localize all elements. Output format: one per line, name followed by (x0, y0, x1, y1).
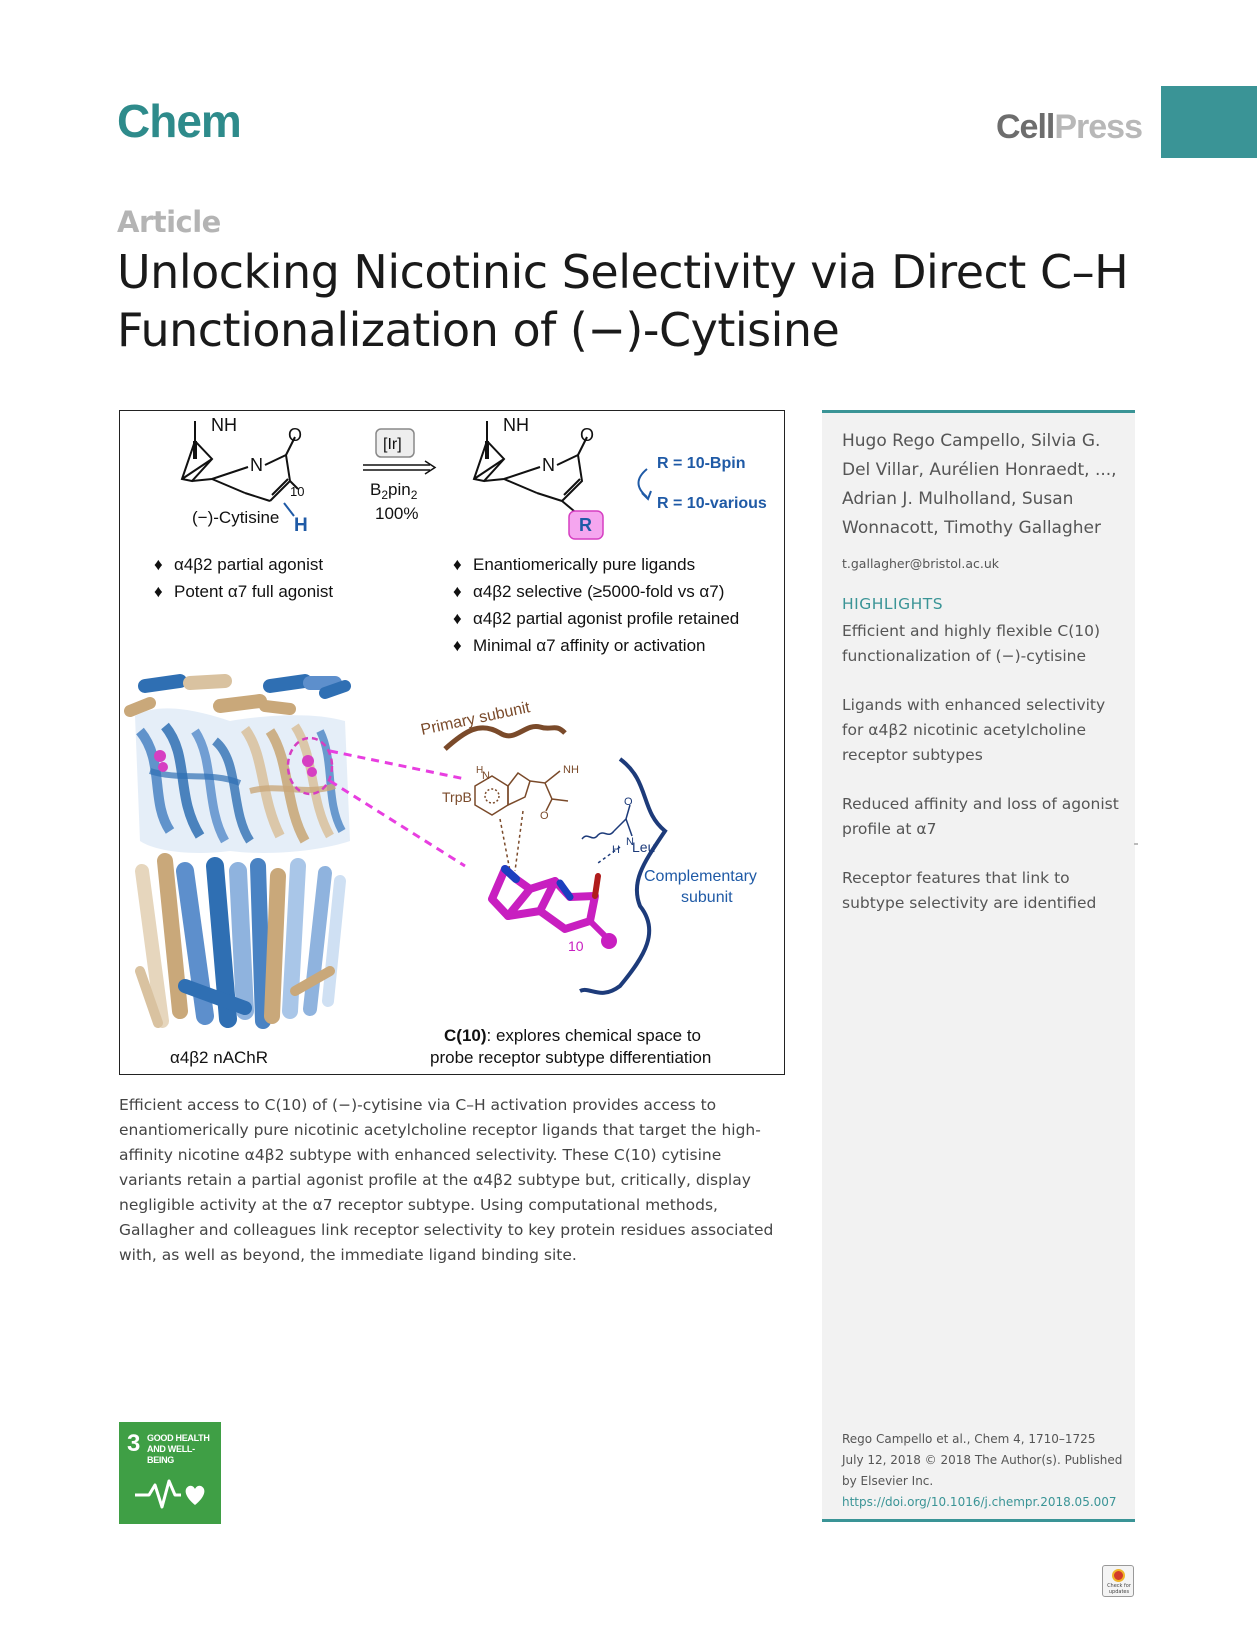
receptor-cartoon (124, 674, 351, 1029)
highlight-item: Reduced affinity and loss of agonist pro… (842, 795, 1119, 838)
right-bullet-marker: ♦ (453, 582, 462, 601)
ligand-stick-model (488, 865, 611, 942)
product-n: N (542, 455, 555, 475)
primary-subunit-ribbon (443, 724, 567, 751)
catalyst: [Ir] (383, 436, 402, 453)
title-line-1: Unlocking Nicotinic Selectivity via Dire… (117, 245, 1129, 299)
highlights-heading: HIGHLIGHTS (842, 595, 944, 613)
journal-logo: Chem (117, 95, 242, 147)
sdg-badge: 3 GOOD HEALTH AND WELL-BEING (119, 1422, 221, 1524)
citation-line: Rego Campello et al., Chem 4, 1710–1725 (842, 1432, 1096, 1446)
trpb-nh: NH (563, 764, 579, 776)
start-o: O (288, 425, 302, 445)
trpb-h: H (476, 765, 483, 776)
left-bullet-marker: ♦ (154, 555, 163, 574)
graphical-abstract: NH N O 10 H (−)-Cytisine [Ir] B2pin2 100… (119, 410, 785, 1075)
title-line-2: Functionalization of (−)-Cytisine (117, 303, 840, 357)
product-structure (472, 421, 588, 512)
complementary-subunit-ribbon (579, 757, 668, 995)
start-pos: 10 (290, 484, 304, 499)
start-n: N (250, 455, 263, 475)
binding-site-zoom-lines (329, 749, 466, 868)
c-h-bond (283, 502, 295, 517)
trpb-label: TrpB (442, 789, 472, 805)
ligand-c10-label: 10 (568, 938, 584, 954)
highlight-item: Receptor features that link to subtype s… (842, 869, 1097, 912)
left-bullet-list: ♦ α4β2 partial agonist ♦ Potent α7 full … (154, 555, 333, 601)
publisher-press: Press (1054, 108, 1143, 146)
header-accent-tab (1161, 86, 1257, 158)
c10-substituent-sphere (601, 933, 617, 949)
right-bullet-list: ♦ Enantiomerically pure ligands ♦ α4β2 s… (453, 555, 739, 655)
check-for-updates-label: Check for updates (1107, 1583, 1131, 1595)
receptor-label: α4β2 nAChR (170, 1048, 268, 1067)
product-o: O (580, 425, 594, 445)
leu-n: N (626, 836, 634, 848)
publisher-cell: Cell (996, 108, 1055, 146)
corresponding-email[interactable]: t.gallagher@bristol.ac.uk (842, 556, 999, 571)
trpb-n: N (482, 770, 490, 782)
c10-caption-bold: C(10) (444, 1026, 487, 1045)
highlights-list: Efficient and highly flexible C(10) func… (842, 619, 1127, 940)
article-type: Article (117, 205, 221, 239)
left-bullet: Potent α7 full agonist (174, 582, 333, 601)
c10-caption-rest: : explores chemical space to (487, 1026, 702, 1045)
right-bullet-marker: ♦ (453, 555, 462, 574)
start-h: H (294, 515, 308, 536)
sidebar-divider-tick (1134, 843, 1138, 845)
sidebar: Hugo Rego Campello, Silvia G. Del Villar… (822, 410, 1138, 1522)
article-title: Unlocking Nicotinic Selectivity via Dire… (117, 243, 1137, 359)
check-for-updates-badge[interactable]: Check for updates (1102, 1565, 1134, 1597)
leu-label: Leu (632, 839, 655, 855)
start-nh: NH (211, 415, 237, 435)
right-bullet-marker: ♦ (453, 636, 462, 655)
right-bullet: α4β2 selective (≥5000-fold vs α7) (473, 582, 724, 601)
r-group-box (568, 510, 604, 540)
right-bullet-marker: ♦ (453, 609, 462, 628)
trpb-o: O (540, 810, 549, 822)
trpb-residue (474, 770, 569, 872)
complementary-label-1: Complementary (644, 868, 757, 885)
highlight-item: Ligands with enhanced selectivity for α4… (842, 696, 1106, 764)
r-various: R = 10-various (657, 495, 767, 512)
citation-line: July 12, 2018 © 2018 The Author(s). Publ… (842, 1453, 1123, 1488)
yield: 100% (375, 504, 418, 523)
c10-caption-line2: probe receptor subtype differentiation (430, 1048, 711, 1067)
heartbeat-heart-icon (135, 1479, 205, 1509)
summary-paragraph: Efficient access to C(10) of (−)-cytisin… (119, 1096, 774, 1264)
left-bullet-marker: ♦ (154, 582, 163, 601)
catalyst-box (375, 428, 415, 458)
leu-o: O (624, 796, 633, 808)
left-bullet: α4β2 partial agonist (174, 555, 323, 574)
right-bullet: α4β2 partial agonist profile retained (473, 609, 739, 628)
crossmark-icon (1112, 1569, 1125, 1582)
citation-block: Rego Campello et al., Chem 4, 1710–1725 … (842, 1429, 1127, 1513)
c10-caption-line1: C(10): explores chemical space to (444, 1026, 701, 1045)
leu-residue (581, 804, 633, 864)
highlight-item: Efficient and highly flexible C(10) func… (842, 622, 1101, 665)
graphical-abstract-figure: NH N O 10 H (−)-Cytisine [Ir] B2pin2 100… (124, 415, 767, 1067)
publisher-logo: CellPress (996, 108, 1143, 147)
right-bullet: Minimal α7 affinity or activation (473, 636, 706, 655)
reaction-arrow (363, 460, 437, 475)
sdg-number: 3 (127, 1430, 141, 1457)
complementary-label-2: subunit (681, 889, 733, 906)
r-bpin: R = 10-Bpin (657, 455, 745, 472)
cytisine-structure (180, 421, 299, 502)
start-name: (−)-Cytisine (192, 508, 279, 527)
author-list: Hugo Rego Campello, Silvia G. Del Villar… (842, 431, 1117, 538)
leu-h: H (612, 844, 620, 856)
reagent: B2pin2 (370, 480, 418, 502)
doi-link[interactable]: https://doi.org/10.1016/j.chempr.2018.05… (842, 1495, 1117, 1509)
right-bullet: Enantiomerically pure ligands (473, 555, 695, 574)
product-r: R (579, 515, 592, 535)
product-nh: NH (503, 415, 529, 435)
sdg-text: GOOD HEALTH AND WELL-BEING (147, 1433, 210, 1465)
